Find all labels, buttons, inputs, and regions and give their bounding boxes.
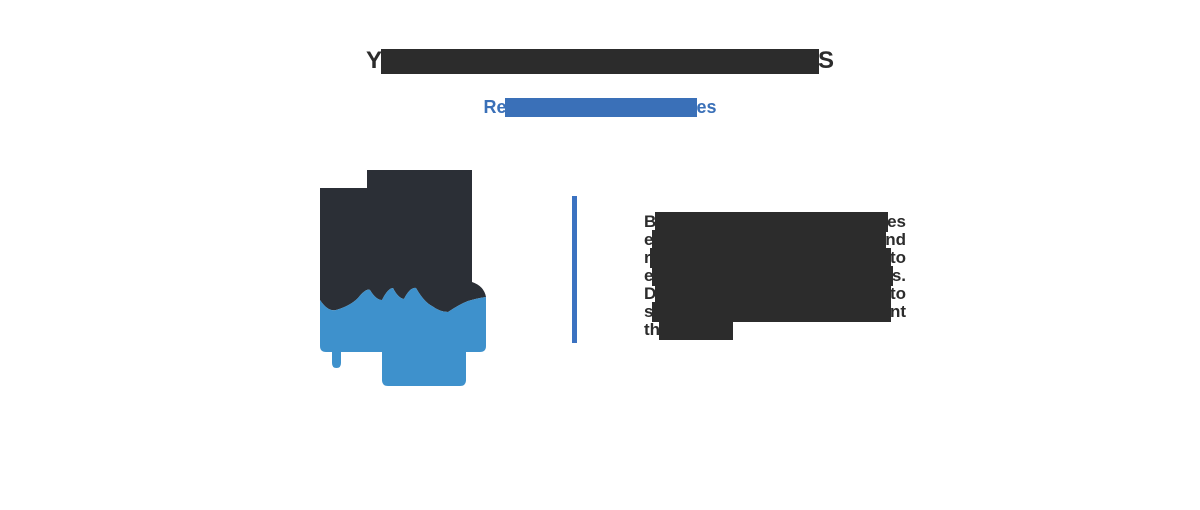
line-end-text: es — [887, 212, 906, 231]
line-start-text: B — [644, 212, 657, 231]
text-line: r to — [644, 248, 906, 268]
page-title: Y S — [0, 47, 1200, 75]
redaction-bar — [659, 320, 734, 340]
line-start-text: s — [644, 302, 654, 321]
hands-holding-box-icon — [320, 170, 486, 387]
subtitle-redaction-bar — [505, 97, 698, 117]
line-start-text: e — [644, 230, 654, 249]
text-line: B es — [644, 212, 906, 232]
subtitle-start-text: Re — [483, 97, 507, 117]
line-start-text: r — [644, 248, 651, 267]
redaction-bar — [655, 212, 889, 232]
box-shape — [320, 170, 486, 312]
subtitle-end-text: es — [696, 97, 717, 117]
title-start-text: Y — [365, 47, 382, 74]
hands-holding-box-svg — [320, 170, 486, 386]
text-line: D to — [644, 284, 906, 304]
line-end-text: to — [889, 248, 906, 267]
line-end-text: s. — [891, 266, 906, 285]
redaction-bar — [652, 230, 887, 250]
line-start-text: th — [644, 320, 661, 339]
hands-shape — [320, 287, 486, 386]
title-redaction-bar — [381, 48, 819, 74]
title-end-text: S — [818, 47, 835, 74]
redaction-bar — [652, 266, 893, 286]
text-line: e nd — [644, 230, 906, 250]
line-start-text: e — [644, 266, 654, 285]
text-line: th — [644, 320, 906, 340]
line-end-text: nt — [889, 302, 906, 321]
redaction-bar — [652, 302, 891, 322]
body-paragraph: B es e nd r to e s. D to s nt — [644, 212, 906, 340]
text-line: e s. — [644, 266, 906, 286]
page-subtitle: Re es — [0, 97, 1200, 117]
redaction-bar — [649, 248, 891, 268]
text-line: s nt — [644, 302, 906, 322]
line-end-text: to — [889, 284, 906, 303]
vertical-divider — [572, 196, 577, 343]
line-start-text: D — [644, 284, 657, 303]
line-end-text: nd — [885, 230, 906, 249]
redaction-bar — [655, 284, 891, 304]
